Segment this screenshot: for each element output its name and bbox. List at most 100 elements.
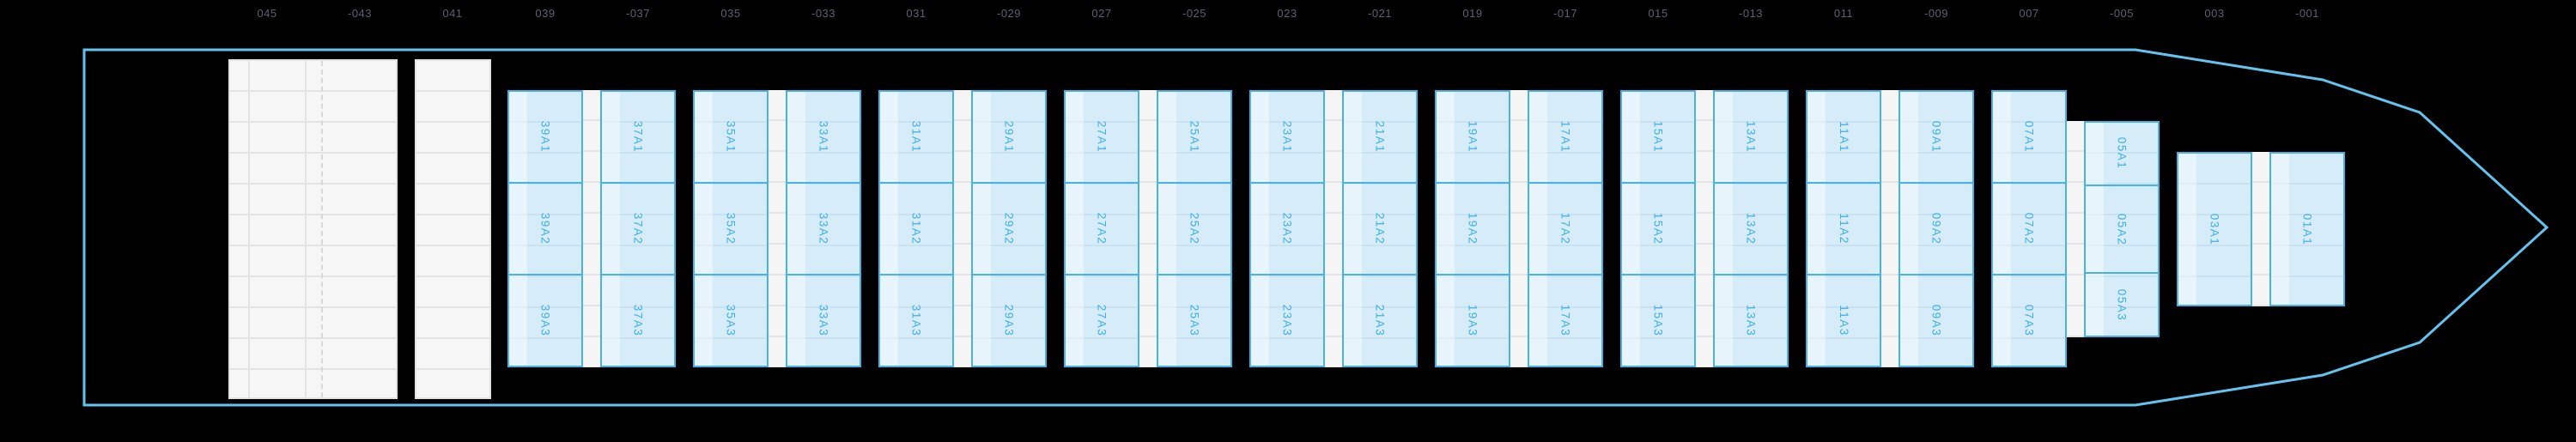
bay-cell[interactable]: 23A3 bbox=[1251, 274, 1323, 366]
bay-cell[interactable]: 23A1 bbox=[1251, 92, 1323, 182]
ruler-label: 003 bbox=[2204, 7, 2225, 20]
bay-cell[interactable]: 13A3 bbox=[1715, 274, 1787, 366]
bay-cell-label: 27A1 bbox=[1095, 120, 1109, 154]
bay-cell[interactable]: 05A3 bbox=[2086, 272, 2158, 336]
bay-cell[interactable]: 27A3 bbox=[1066, 274, 1138, 366]
bay-cell[interactable]: 15A2 bbox=[1622, 182, 1694, 274]
bay-cell[interactable]: 15A3 bbox=[1622, 274, 1694, 366]
block-divider-dashed-line bbox=[321, 61, 323, 397]
bay-cell-label: 09A3 bbox=[1929, 304, 1943, 337]
bay-cell-label: 27A3 bbox=[1095, 304, 1109, 337]
bay-column-01: 01A1 bbox=[2269, 152, 2345, 306]
bay-cell[interactable]: 39A3 bbox=[509, 274, 581, 366]
ruler-label: 045 bbox=[257, 7, 277, 20]
bay-cell[interactable]: 05A1 bbox=[2086, 123, 2158, 185]
bay-cell-label: 23A2 bbox=[1280, 212, 1294, 245]
bay-cell-label: 05A3 bbox=[2115, 288, 2129, 321]
bay-column-13: 13A1 13A2 13A3 bbox=[1713, 90, 1789, 367]
bay-cell-label: 05A2 bbox=[2115, 213, 2129, 245]
bay-cell[interactable]: 07A3 bbox=[1993, 274, 2065, 366]
bay-gutter bbox=[2067, 121, 2084, 337]
bay-cell[interactable]: 09A1 bbox=[1900, 92, 1972, 182]
bay-cell[interactable]: 09A2 bbox=[1900, 182, 1972, 274]
bay-cell[interactable]: 29A2 bbox=[973, 182, 1045, 274]
bay-cell[interactable]: 33A2 bbox=[787, 182, 860, 274]
bay-cell[interactable]: 17A3 bbox=[1529, 274, 1601, 366]
bay-cell-label: 39A3 bbox=[538, 304, 552, 337]
bay-gutter bbox=[1510, 90, 1528, 367]
bay-cell-label: 01A1 bbox=[2300, 213, 2314, 245]
bay-cell[interactable]: 37A3 bbox=[602, 274, 674, 366]
bay-cell[interactable]: 31A2 bbox=[880, 182, 952, 274]
bay-column-09: 09A1 09A2 09A3 bbox=[1899, 90, 1974, 367]
bay-cell[interactable]: 13A2 bbox=[1715, 182, 1787, 274]
bay-cell[interactable]: 39A1 bbox=[509, 92, 581, 182]
bay-cell[interactable]: 15A1 bbox=[1622, 92, 1694, 182]
bay-cell[interactable]: 11A3 bbox=[1807, 274, 1880, 366]
ruler-label: 035 bbox=[720, 7, 741, 20]
bay-cell-label: 19A1 bbox=[1466, 120, 1479, 154]
bay-cell[interactable]: 29A3 bbox=[973, 274, 1045, 366]
bay-cell[interactable]: 21A2 bbox=[1344, 182, 1416, 274]
bay-cell[interactable]: 37A1 bbox=[602, 92, 674, 182]
bay-cell[interactable]: 05A2 bbox=[2086, 184, 2158, 272]
bay-cell[interactable]: 21A1 bbox=[1344, 92, 1416, 182]
bay-column-19: 19A1 19A2 19A3 bbox=[1435, 90, 1510, 367]
ruler-label: -033 bbox=[811, 7, 836, 20]
bay-cell[interactable]: 19A3 bbox=[1437, 274, 1509, 366]
bay-cell-label: 09A2 bbox=[1929, 212, 1943, 245]
bay-cell-label: 37A3 bbox=[631, 304, 645, 337]
bay-cell[interactable]: 31A3 bbox=[880, 274, 952, 366]
bay-cell[interactable]: 27A2 bbox=[1066, 182, 1138, 274]
bay-cell[interactable]: 03A1 bbox=[2178, 154, 2251, 305]
bay-cell[interactable]: 35A3 bbox=[695, 274, 767, 366]
bay-cell-label: 29A1 bbox=[1002, 120, 1016, 154]
bay-cell[interactable]: 17A2 bbox=[1529, 182, 1601, 274]
bay-cell[interactable]: 27A1 bbox=[1066, 92, 1138, 182]
bay-cell[interactable]: 13A1 bbox=[1715, 92, 1787, 182]
bay-cell-label: 33A1 bbox=[817, 120, 830, 154]
bay-cell[interactable]: 23A2 bbox=[1251, 182, 1323, 274]
bay-cell[interactable]: 33A1 bbox=[787, 92, 860, 182]
bay-cell[interactable]: 19A1 bbox=[1437, 92, 1509, 182]
bay-cell[interactable]: 29A1 bbox=[973, 92, 1045, 182]
bay-cell[interactable]: 33A3 bbox=[787, 274, 860, 366]
bay-cell[interactable]: 17A1 bbox=[1529, 92, 1601, 182]
bay-cell-label: 13A2 bbox=[1744, 212, 1758, 245]
bay-cell[interactable]: 01A1 bbox=[2271, 154, 2343, 305]
bay-cell[interactable]: 07A1 bbox=[1993, 92, 2065, 182]
ruler-label: 011 bbox=[1833, 7, 1854, 20]
bay-cell[interactable]: 37A2 bbox=[602, 182, 674, 274]
bay-cell[interactable]: 35A1 bbox=[695, 92, 767, 182]
bay-cell-label: 37A1 bbox=[631, 120, 645, 154]
bay-cell[interactable]: 25A2 bbox=[1158, 182, 1230, 274]
bay-cell-label: 19A3 bbox=[1466, 304, 1479, 337]
bay-cell[interactable]: 25A1 bbox=[1158, 92, 1230, 182]
bay-cell[interactable]: 39A2 bbox=[509, 182, 581, 274]
bay-cell-label: 33A3 bbox=[817, 304, 830, 337]
bay-cell[interactable]: 11A2 bbox=[1807, 182, 1880, 274]
bay-cell[interactable]: 11A1 bbox=[1807, 92, 1880, 182]
ruler-label: -043 bbox=[347, 7, 373, 20]
bay-cell-label: 37A2 bbox=[631, 212, 645, 245]
bay-cell[interactable]: 07A2 bbox=[1993, 182, 2065, 274]
bay-cell[interactable]: 35A2 bbox=[695, 182, 767, 274]
bay-cell-label: 35A2 bbox=[724, 212, 738, 245]
bay-cell-label: 39A2 bbox=[538, 212, 552, 245]
ruler-label: 031 bbox=[906, 7, 927, 20]
bay-cell[interactable]: 19A2 bbox=[1437, 182, 1509, 274]
bay-cell[interactable]: 25A3 bbox=[1158, 274, 1230, 366]
bay-cell[interactable]: 31A1 bbox=[880, 92, 952, 182]
bay-cell-label: 11A1 bbox=[1837, 121, 1850, 153]
bay-cell[interactable]: 09A3 bbox=[1900, 274, 1972, 366]
bay-cell[interactable]: 21A3 bbox=[1344, 274, 1416, 366]
